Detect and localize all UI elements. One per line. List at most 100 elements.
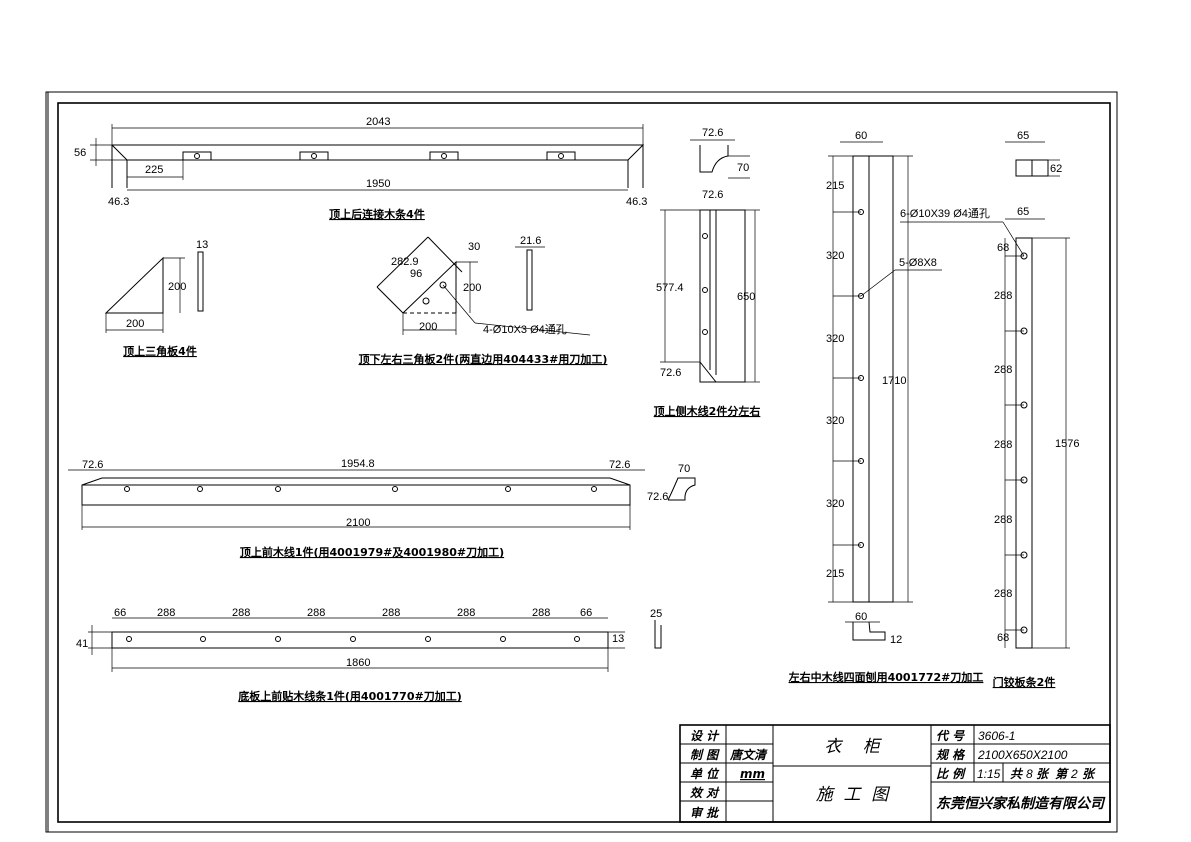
part-bottom-strip: 66 288 288 288 288 288 288 66 41 13 25 1… [76, 607, 662, 703]
unit-value: mm [740, 767, 765, 781]
title-block: 设 计 制 图 单 位 效 对 审 批 唐文清 mm 衣 柜 施 工 图 代 号… [679, 724, 1111, 823]
dim: 72.6 [609, 459, 630, 471]
part-side-triangle: 282.9 96 30 200 200 21.6 4-Ø10X3 Ø4通孔 顶下… [359, 235, 608, 366]
dim: 21.6 [520, 235, 541, 247]
part-middle-molding: 60 215 320 320 1710 320 320 215 60 12 5-… [788, 130, 984, 684]
dim: 60 [855, 130, 867, 142]
dim: 46.3 [108, 196, 129, 208]
part-front-molding: 72.6 1954.8 72.6 70 72.6 2100 顶上前木线1件(用4… [68, 458, 696, 559]
sheet-no-label: 第 [1055, 767, 1069, 781]
dim: 12 [890, 634, 902, 646]
dim: 288 [994, 514, 1012, 526]
part-hinge-strip: 65 62 65 68 288 288 288 1576 288 288 68 … [900, 130, 1079, 689]
dim: 2100 [346, 517, 370, 529]
dim: 288 [532, 607, 550, 619]
dim: 288 [994, 588, 1012, 600]
dim: 1576 [1055, 438, 1079, 450]
bottom-holes [126, 636, 580, 642]
sheet-unit-2: 张 [1082, 767, 1096, 781]
code-label: 代 号 [936, 729, 965, 743]
part-title: 顶上三角板4件 [123, 344, 197, 358]
dim: 72.6 [702, 127, 723, 139]
front-holes [124, 486, 597, 492]
dim: 2043 [366, 116, 390, 128]
drawing-type: 施 工 图 [816, 785, 891, 805]
scale-label: 比 例 [936, 767, 966, 781]
dim: 66 [580, 607, 592, 619]
drafter-name: 唐文清 [729, 748, 768, 762]
dim: 200 [419, 321, 437, 333]
dim: 25 [650, 608, 662, 620]
dim: 70 [737, 162, 749, 174]
dim: 288 [994, 364, 1012, 376]
dim: 288 [157, 607, 175, 619]
part-side-molding: 72.6 70 72.6 577.4 650 72.6 顶上侧木线2件分左右 [654, 127, 761, 418]
dim: 62 [1050, 163, 1062, 175]
dim: 96 [410, 268, 422, 280]
sheet-unit: 张 [1036, 767, 1050, 781]
sheet-no: 2 [1070, 767, 1078, 781]
part-top-rail: 2043 56 225 1950 46.3 46.3 顶上后连接木条4件 [74, 116, 647, 221]
part-title: 左右中木线四面刨用4001772#刀加工 [788, 670, 984, 684]
part-title: 顶下左右三角板2件(两直边用404433#用刀加工) [359, 352, 608, 366]
dim: 60 [855, 611, 867, 623]
dim: 215 [826, 180, 844, 192]
dim: 65 [1017, 206, 1029, 218]
dim: 1710 [882, 375, 906, 387]
spec-label: 规 格 [936, 748, 966, 762]
dim: 56 [74, 147, 86, 159]
dim: 288 [457, 607, 475, 619]
part-title: 顶上后连接木条4件 [329, 207, 425, 221]
dim: 650 [737, 291, 755, 303]
hinge-holes [1020, 252, 1028, 634]
dim: 68 [997, 632, 1009, 644]
part-title: 底板上前贴木线条1件(用4001770#刀加工) [238, 689, 462, 703]
part-top-triangle: 13 200 200 顶上三角板4件 [104, 239, 208, 358]
part-title: 顶上前木线1件(用4001979#及4001980#刀加工) [240, 545, 504, 559]
dim: 1950 [366, 178, 390, 190]
part-title: 门铰板条2件 [993, 675, 1056, 689]
dim: 225 [145, 164, 163, 176]
label-unit: 单 位 [690, 767, 720, 781]
hole-note: 5-Ø8X8 [899, 257, 937, 269]
dim: 72.6 [647, 491, 668, 503]
dim: 72.6 [702, 189, 723, 201]
dim: 320 [826, 333, 844, 345]
dim: 320 [826, 498, 844, 510]
spec-value: 2100X650X2100 [977, 748, 1068, 762]
dim: 13 [612, 633, 624, 645]
dim: 72.6 [82, 459, 103, 471]
dim: 72.6 [660, 367, 681, 379]
dim: 1954.8 [341, 458, 375, 470]
label-approve: 审 批 [690, 806, 720, 820]
dim: 68 [997, 242, 1009, 254]
dim: 66 [114, 607, 126, 619]
hole-note: 4-Ø10X3 Ø4通孔 [483, 323, 567, 336]
dim: 30 [468, 241, 480, 253]
dim: 65 [1017, 130, 1029, 142]
sheet-border [45, 91, 1118, 833]
dim: 200 [168, 281, 186, 293]
dim: 320 [826, 415, 844, 427]
dim: 41 [76, 638, 88, 650]
dim: 320 [826, 250, 844, 262]
dim: 288 [994, 290, 1012, 302]
scale-value: 1:15 [977, 767, 1001, 781]
dim: 288 [382, 607, 400, 619]
dim: 288 [307, 607, 325, 619]
sheets-total-label: 共 [1010, 767, 1024, 781]
dim: 577.4 [656, 282, 684, 294]
label-check: 效 对 [690, 786, 720, 800]
company-name: 东莞恒兴家私制造有限公司 [936, 795, 1106, 812]
dim: 1860 [346, 657, 370, 669]
dim: 215 [826, 568, 844, 580]
dim: 46.3 [626, 196, 647, 208]
dim: 288 [994, 439, 1012, 451]
label-design: 设 计 [690, 729, 720, 743]
dim: 200 [463, 282, 481, 294]
dim: 70 [678, 463, 690, 475]
dim: 288 [232, 607, 250, 619]
part-title: 顶上侧木线2件分左右 [654, 404, 761, 418]
sheets-total: 8 [1026, 767, 1033, 781]
